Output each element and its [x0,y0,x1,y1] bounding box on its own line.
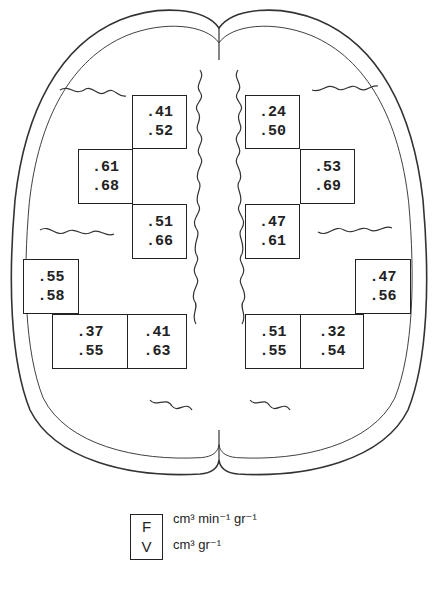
volume-value: .55 [259,342,286,361]
value-box: .47.61 [245,204,300,259]
value-box: .32.54 [300,314,364,369]
flow-value: .37 [76,323,103,342]
volume-value: .52 [146,122,173,141]
flow-value: .41 [143,323,170,342]
flow-value: F [142,517,151,537]
legend-box: FV [130,514,163,560]
flow-value: .41 [146,103,173,122]
volume-value: .58 [37,287,64,306]
value-box: .41.63 [127,314,187,369]
volume-value: .56 [369,287,396,306]
value-box: .47.56 [355,259,411,314]
value-box: .51.66 [132,204,187,259]
value-box: .41.52 [132,95,187,149]
value-box: .55.58 [23,259,79,314]
unit-label: cm³ gr⁻¹ [173,537,221,552]
value-box: .37.55 [52,314,128,369]
flow-value: .55 [37,268,64,287]
volume-value: .63 [143,342,170,361]
flow-value: .47 [369,268,396,287]
volume-value: .68 [92,177,119,196]
value-box: .24.50 [245,95,300,149]
volume-value: .55 [76,342,103,361]
flow-value: .51 [146,213,173,232]
volume-value: .66 [146,232,173,251]
flow-value: .53 [314,158,341,177]
value-box: .53.69 [300,149,355,204]
volume-value: V [141,537,151,557]
volume-value: .69 [314,177,341,196]
flow-value: .61 [92,158,119,177]
flow-value: .47 [259,213,286,232]
value-box: .61.68 [78,149,133,204]
volume-value: .61 [259,232,286,251]
value-box: .51.55 [245,314,301,369]
flow-value: .51 [259,323,286,342]
volume-value: .50 [259,122,286,141]
unit-label: cm³ min⁻¹ gr⁻¹ [173,511,257,526]
flow-value: .32 [318,323,345,342]
volume-value: .54 [318,342,345,361]
flow-value: .24 [259,103,286,122]
